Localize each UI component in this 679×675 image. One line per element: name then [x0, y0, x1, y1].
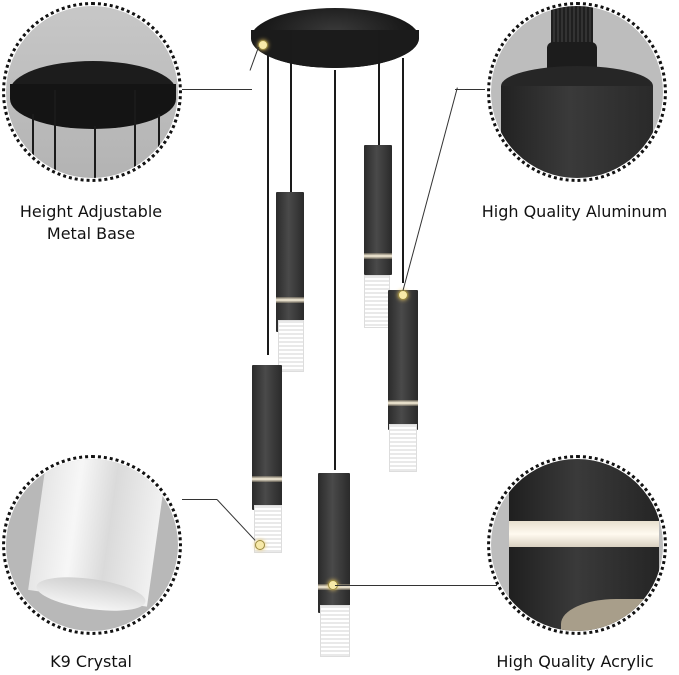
leader-metal-base-diag [249, 46, 260, 71]
leader-k9-crystal-diag [216, 499, 256, 541]
marker-aluminum [398, 290, 408, 300]
pendant-c-crystal [389, 424, 417, 472]
leader-metal-base [182, 89, 252, 90]
pendant-a-body [276, 192, 304, 332]
detail-ring-acrylic [487, 455, 667, 635]
leader-aluminum-diag [402, 87, 458, 291]
detail-ring-aluminum [487, 2, 667, 182]
marker-k9-crystal [255, 540, 265, 550]
pendant-e-crystal [320, 605, 350, 657]
label-aluminum-text: High Quality Aluminum [481, 202, 668, 221]
cord-3 [334, 70, 336, 470]
pendant-c-glow [388, 400, 418, 406]
leader-acrylic [335, 585, 497, 586]
label-metal-base: Height Adjustable Metal Base [0, 201, 182, 245]
pendant-e-body [318, 473, 350, 613]
cord-5 [402, 58, 404, 283]
label-metal-base-line1: Height Adjustable [19, 202, 163, 221]
cord-1 [267, 55, 269, 355]
pendant-b-glow [364, 253, 392, 259]
pendant-d-glow [252, 476, 282, 482]
pendant-a-crystal [278, 320, 304, 372]
cord-2 [290, 30, 292, 195]
detail-k9-crystal-image [6, 459, 178, 631]
label-acrylic: High Quality Acrylic [480, 651, 670, 673]
detail-aluminum-image [491, 6, 663, 178]
leader-aluminum [455, 89, 485, 90]
detail-acrylic-image [491, 459, 663, 631]
label-acrylic-text: High Quality Acrylic [496, 652, 654, 671]
leader-k9-crystal [182, 499, 217, 500]
canopy-rim [251, 30, 419, 68]
detail-ring-metal-base [2, 2, 182, 182]
label-aluminum: High Quality Aluminum [470, 201, 679, 223]
pendant-b-crystal [364, 275, 390, 328]
marker-metal-base [258, 40, 268, 50]
pendant-d-body [252, 365, 282, 510]
pendant-a-glow [276, 297, 304, 303]
label-k9-crystal-text: K9 Crystal [50, 652, 132, 671]
label-metal-base-line2: Metal Base [46, 224, 136, 243]
pendant-c-body [388, 290, 418, 430]
label-k9-crystal: K9 Crystal [0, 651, 182, 673]
detail-ring-k9-crystal [2, 455, 182, 635]
detail-metal-base-image [6, 6, 178, 178]
cord-4 [378, 30, 380, 145]
